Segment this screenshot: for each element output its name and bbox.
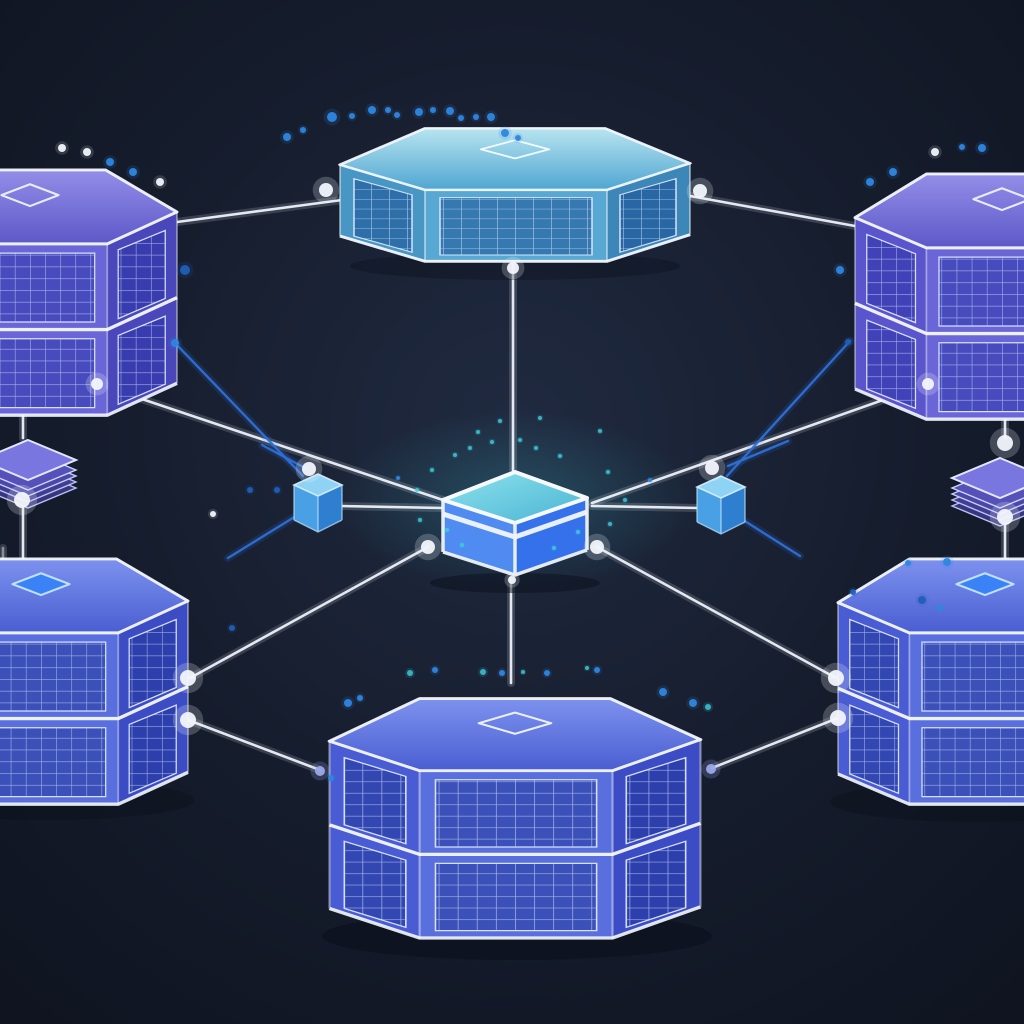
hub-cube-center <box>441 470 589 577</box>
relay-cube-right <box>696 475 746 535</box>
hex-node-bottom-center <box>330 699 701 938</box>
hex-node-top-right <box>853 172 1024 421</box>
connection-lines <box>0 192 1009 774</box>
hex-node-top-center <box>338 126 692 264</box>
connection-dots <box>6 176 1021 781</box>
relay-cube-left <box>293 473 343 533</box>
particles <box>55 103 989 784</box>
hex-node-bottom-left <box>0 557 190 806</box>
hex-node-bottom-right <box>836 557 1024 806</box>
